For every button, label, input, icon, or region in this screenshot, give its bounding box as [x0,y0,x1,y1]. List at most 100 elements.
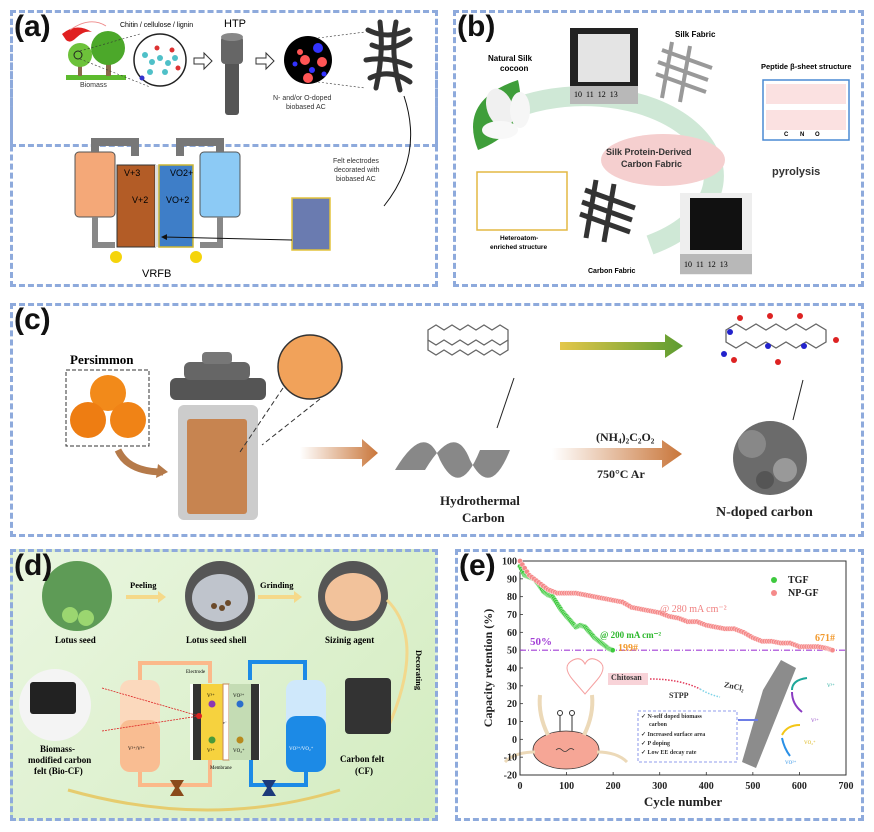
panel-a-illustration [62,19,413,263]
ion-v3-d: V³⁺ [207,694,215,699]
product-label: N-doped carbon [716,505,813,520]
y-tick-label: -10 [504,753,517,764]
benefits-box [637,710,738,763]
x-tick-label: 700 [839,781,854,792]
y-tick-label: -20 [504,771,517,782]
ground [66,75,126,80]
silk-fabric-label: Silk Fabric [675,30,716,39]
shrimp-icon [62,27,92,42]
y-axis-label: Capacity retention (%) [481,609,495,727]
legend-n: N [800,132,805,138]
benefit-1: ✓ N-self doped biomass [641,714,702,720]
lotus-shell-label: Lotus seed shell [186,635,247,645]
y-tick-label: 0 [512,735,517,746]
felt-label-1: Felt electrodes [333,158,379,165]
biomass-label: Biomass [80,82,107,89]
panel-c [10,303,864,537]
center-label-1: Silk Protein-Derived [606,147,692,157]
panel-b-label: (b) [457,10,496,43]
panel-e [455,549,864,821]
y-tick-label: 40 [507,664,517,675]
positive-half-cell [158,164,194,248]
annotation-199: 199# [618,643,638,654]
tree-small-icon [68,43,92,67]
legend-label: NP-GF [788,588,819,599]
panel-a-label: (a) [14,10,51,43]
condition-label: 750°C Ar [597,467,645,481]
carbon-fabric-label: Carbon Fabric [588,268,636,275]
y-tick-label: 60 [507,628,517,639]
ion-vo: VO+2 [166,195,190,205]
x-tick-label: 400 [699,781,714,792]
lotus-seed-label: Lotus seed [55,635,96,645]
persimmon-box [65,369,150,447]
grinding-arrow [258,591,302,603]
process-arrow-3 [552,440,682,468]
carbon-network-icon [363,19,413,93]
ion-vo2-d: VO₂⁺ [233,749,245,754]
hetero-label-2: enriched structure [490,244,548,251]
pyrolysis-label: pyrolysis [772,166,821,178]
n-doped-molecule-icon [725,323,827,349]
x-tick-label: 500 [745,781,760,792]
process-arrow-2 [560,334,683,358]
chitosan-label: Chitosan [611,673,642,682]
pump-icon [110,251,122,263]
annotation-200: @ 200 mA cm⁻² [600,630,661,640]
x-tick-label: 0 [518,781,523,792]
felt-label-2: decorated with [334,167,380,174]
peeling-arrow [126,591,166,603]
source-text: Chitin / cellulose / lignin [120,22,194,29]
ruler-tick: 13 [719,260,728,269]
pos-tank-label: VO²⁺/VO₂⁺ [289,747,314,752]
ion-vo2p-d: VO²⁺ [233,694,245,699]
peptide-label: Peptide β-sheet structure [761,62,852,71]
negative-half-cell [116,164,156,248]
stpp-label: STPP [669,691,689,700]
hydro-label-2: Carbon [462,510,505,525]
neg-tank-label: V²⁺/V³⁺ [128,747,145,752]
hetero-box [476,171,568,231]
benefit-2: carbon [649,722,667,728]
benefit-3: ✓ Increased surface area [641,732,706,738]
y-tick-label: 30 [507,681,517,692]
x-tick-label: 200 [606,781,621,792]
ion-vo2: VO2+ [170,168,194,178]
ion-e-4: VO²⁺ [785,761,797,766]
bio-cf-label-2: modified carbon [28,755,92,765]
felt-label-3: biobased AC [336,176,376,183]
benefit-text: P doping [647,741,671,747]
felt-electrode [291,197,331,251]
pump-icon [190,251,202,263]
ion-v2-d: V²⁺ [207,749,215,754]
process-arrow-1 [300,439,378,467]
y-tick-label: 50 [507,646,517,657]
hydrothermal-carbon-sheet [395,442,510,478]
ruler-tick: 10 [574,90,582,99]
legend-marker-np-gf [771,590,777,596]
persimmon-icon [90,375,126,411]
panel-b-illustration [473,28,850,275]
sizing-label: Sizinig agent [325,635,375,645]
bio-cf-label-1: Biomass- [40,744,76,754]
electrode-label: Electrode [186,670,206,675]
legend-c: C [784,132,789,138]
annotation-671: 671# [815,633,835,644]
tree-large-icon [91,31,125,65]
reference-line-label: 50% [530,636,552,648]
hetero-label-1: Heteroatom- [500,235,539,242]
benefit-4: ✓ P doping [641,741,671,747]
x-tick-label: 600 [792,781,807,792]
ion-v3: V+3 [124,168,141,178]
y-tick-label: 10 [507,717,517,728]
doped-label-1: N- and/or O-doped [273,95,332,102]
legend-marker-tgf [771,577,777,583]
ruler-tick: 10 [684,260,692,269]
legend-o: O [815,132,820,138]
ruler-tick: 12 [707,260,716,269]
lotus-seed-photo [42,561,112,631]
benefit-text: carbon [649,722,667,728]
x-tick-label: 100 [559,781,574,792]
ruler-tick: 12 [597,90,606,99]
